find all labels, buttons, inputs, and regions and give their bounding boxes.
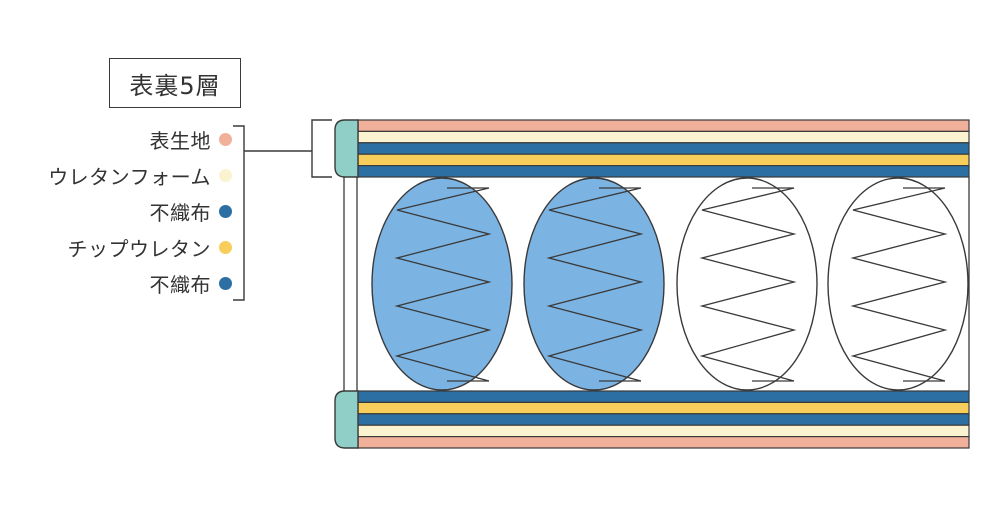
legend-color-dot [219,276,232,290]
top-layer-band [357,153,970,167]
legend-bracket [233,125,245,301]
legend-color-dot [219,240,232,254]
top-stack-bracket [311,119,332,178]
top-layer-band [357,142,970,155]
top-edge-cap [334,119,359,178]
side-frame [343,175,358,394]
spring-pocket [827,177,969,391]
legend-label: ウレタンフォーム [48,164,211,189]
legend-color-dot [219,204,232,218]
coil-spring [546,187,644,382]
spring-pocket [676,177,818,391]
legend-item-nonwoven-fabric-2: 不織布 [149,268,232,298]
bottom-layer-band [357,401,970,415]
top-layer-band [357,130,970,144]
coil-spring [394,187,492,382]
bottom-layer-band [357,413,970,426]
bottom-layer-band [357,436,970,449]
legend-label: チップウレタン [67,236,211,261]
coil-spring [699,187,797,382]
legend-label: 表生地 [149,128,211,153]
bottom-edge-cap [334,390,359,449]
bottom-layer-band [357,424,970,438]
legend-item-nonwoven-fabric: 不織布 [149,196,232,226]
legend-color-dot [219,168,232,182]
legend-item-chip-urethane: チップウレタン [67,232,232,262]
legend-color-dot [219,132,232,146]
spring-pocket [523,177,665,391]
legend-item-cover-fabric: 表生地 [149,124,232,154]
spring-pocket [371,177,513,391]
legend-item-urethane-foam: ウレタンフォーム [48,160,232,190]
bottom-layer-band [357,390,970,403]
legend-label: 不織布 [149,272,211,297]
top-layer-band [357,165,970,178]
coil-spring [850,187,948,382]
legend-label: 不織布 [149,200,211,225]
top-layer-band [357,119,970,132]
layer-count-title: 表裏5層 [109,58,241,108]
